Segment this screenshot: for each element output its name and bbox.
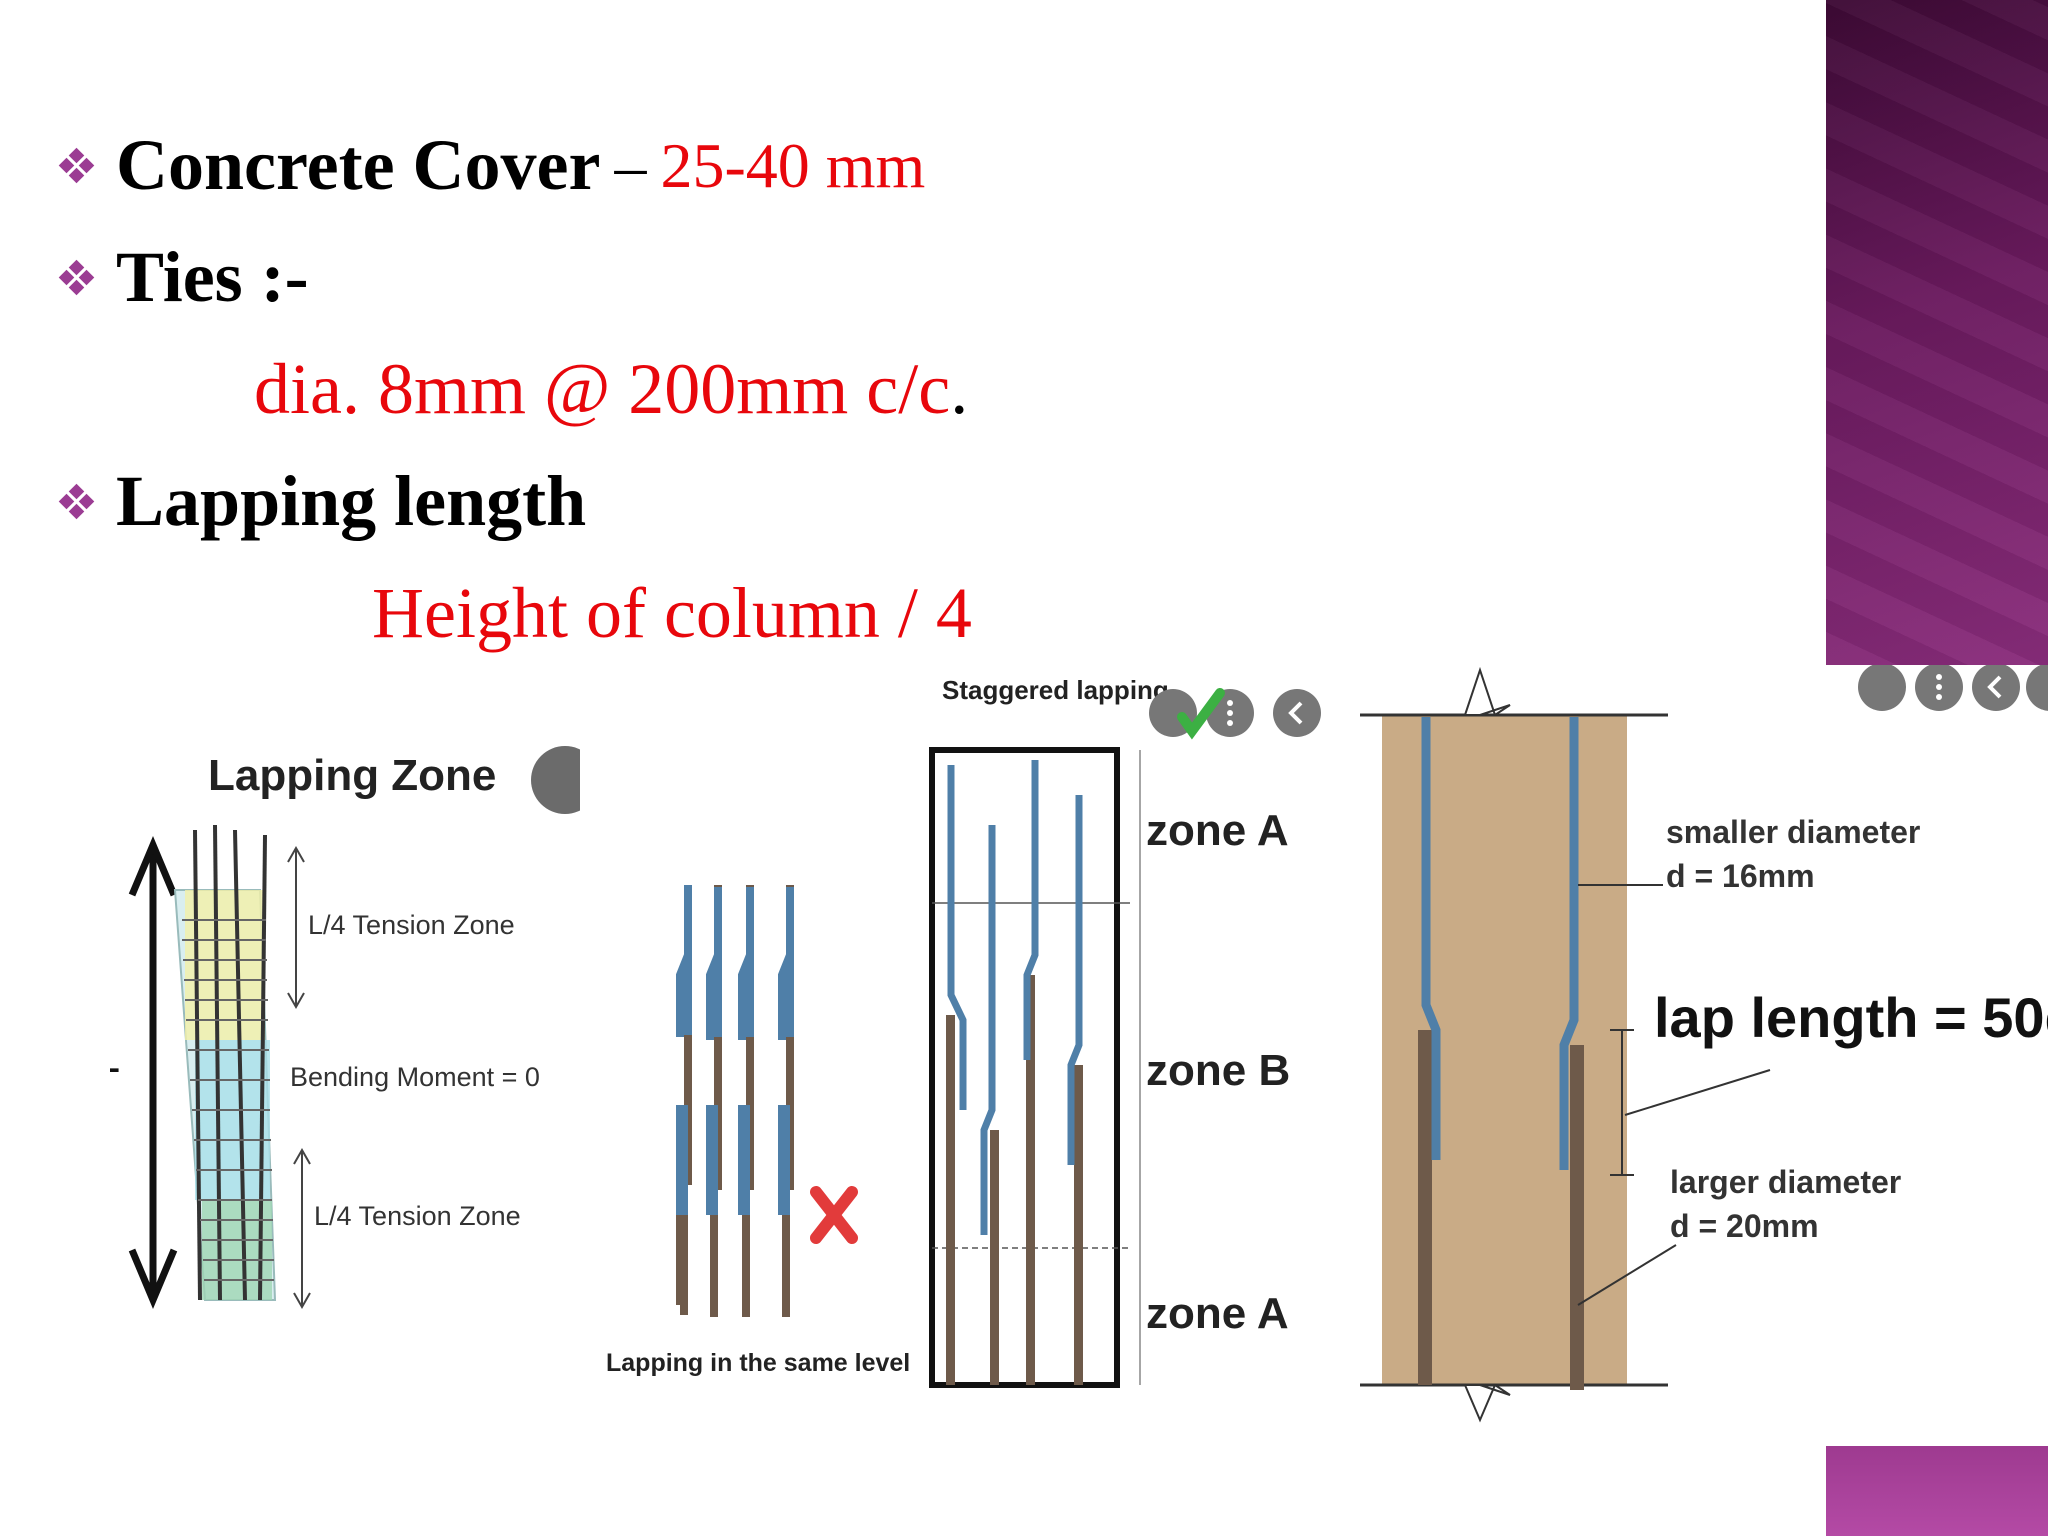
zone-arrow-head bbox=[293, 1147, 311, 1165]
break-mark-top bbox=[1463, 666, 1511, 717]
larger-bar-right bbox=[1570, 1045, 1584, 1390]
smaller-label: smaller diameter bbox=[1666, 814, 1920, 850]
bullet-value: 25-40 mm bbox=[660, 129, 926, 201]
top-zone-label: L/4 Tension Zone bbox=[308, 910, 515, 940]
rebar bbox=[233, 829, 247, 1301]
lap-length-figure: smaller diameter d = 16mm lap length = 5… bbox=[1360, 663, 2048, 1445]
zone-a-top-label: zone A bbox=[1146, 806, 1289, 855]
lens-icon bbox=[1858, 663, 1906, 711]
larger-value: d = 20mm bbox=[1670, 1208, 1819, 1244]
smaller-value: d = 16mm bbox=[1666, 858, 1815, 894]
dot bbox=[1227, 700, 1233, 706]
same-level-bars-overlay bbox=[676, 885, 794, 1317]
ties-spec: dia. 8mm @ 200mm c/c. bbox=[254, 348, 968, 431]
ties-spec-period: . bbox=[950, 349, 969, 429]
lap-leader bbox=[1624, 1069, 1771, 1116]
ties-spec-value: dia. 8mm @ 200mm c/c bbox=[254, 349, 951, 429]
forward-icon bbox=[2026, 663, 2048, 711]
decorative-side-bar bbox=[1826, 0, 2048, 665]
zone-arrow-head bbox=[287, 845, 305, 863]
dot bbox=[1227, 710, 1233, 716]
wrong-caption: Lapping in the same level bbox=[606, 1349, 910, 1377]
dot bbox=[1936, 674, 1942, 680]
diamond-bullet-icon bbox=[58, 147, 95, 183]
bullet-separator: – bbox=[614, 129, 647, 201]
bullet-lapping-length: Lapping length bbox=[58, 460, 587, 543]
staggered-lapping-figure: Staggered lapping bbox=[580, 665, 1332, 1415]
larger-leader bbox=[1577, 1244, 1677, 1306]
figure-title: Lapping Zone bbox=[208, 751, 496, 800]
bullet-ties: Ties :- bbox=[58, 236, 309, 319]
zone-b-label: zone B bbox=[1146, 1046, 1290, 1095]
bottom-zone-label: L/4 Tension Zone bbox=[314, 1201, 521, 1231]
bullet-concrete-cover: Concrete Cover – 25-40 mm bbox=[58, 124, 926, 207]
middle-label: Bending Moment = 0 bbox=[290, 1062, 540, 1092]
figure-title: Staggered lapping bbox=[942, 675, 1169, 705]
dot bbox=[1227, 720, 1233, 726]
bullet-heading: Lapping length bbox=[116, 461, 587, 541]
length-arrow-head-bottom bbox=[128, 1248, 178, 1310]
chevron-left-icon bbox=[1288, 701, 1303, 725]
larger-label: larger diameter bbox=[1670, 1164, 1901, 1200]
lap-length-label: lap length = 50d bbox=[1654, 986, 2048, 1049]
staggered-frame bbox=[929, 747, 1120, 1388]
lapping-zone-figure: Lapping Zone L L bbox=[100, 740, 599, 1360]
cross-icon bbox=[810, 1186, 858, 1244]
decorative-corner-bar bbox=[1826, 1446, 2048, 1536]
smaller-bar-right bbox=[1559, 717, 1579, 1170]
column-ties bbox=[182, 919, 274, 1281]
zone-arrow-head bbox=[287, 992, 305, 1010]
zone-arrow-head bbox=[293, 1292, 311, 1310]
dot bbox=[1936, 694, 1942, 700]
chevron-left-icon bbox=[1987, 675, 2002, 699]
checkmark-icon bbox=[1177, 688, 1225, 740]
length-arrow-head-top bbox=[128, 835, 178, 897]
dot bbox=[1936, 684, 1942, 690]
bullet-heading: Ties :- bbox=[116, 237, 309, 317]
zone-a-bottom-label: zone A bbox=[1146, 1289, 1289, 1338]
column-middle-zone bbox=[195, 1040, 270, 1200]
lapping-length-value: Height of column / 4 bbox=[372, 573, 972, 653]
same-level-bars bbox=[676, 885, 794, 1305]
break-mark-bottom bbox=[1463, 1383, 1511, 1423]
smaller-bar-left bbox=[1421, 717, 1441, 1160]
length-label: L bbox=[110, 1043, 120, 1079]
diamond-bullet-icon bbox=[58, 259, 95, 295]
staggered-bars bbox=[946, 760, 1083, 1385]
back-icon bbox=[1972, 663, 2020, 711]
rebar bbox=[193, 829, 202, 1301]
diamond-bullet-icon bbox=[58, 483, 95, 519]
back-icon bbox=[1273, 689, 1321, 737]
rebar bbox=[258, 834, 267, 1301]
overlay-button-icon bbox=[531, 746, 599, 814]
larger-bar-left bbox=[1418, 1030, 1432, 1385]
bullet-heading: Concrete Cover bbox=[116, 125, 601, 205]
